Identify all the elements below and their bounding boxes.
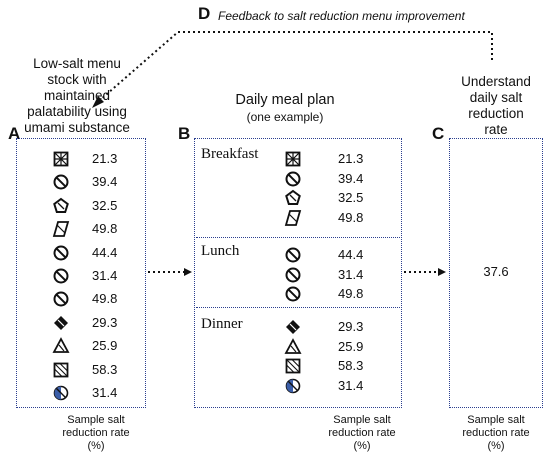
panel-a-footer: Sample salt reduction rate (%) bbox=[62, 414, 130, 452]
diamond-icon bbox=[54, 315, 68, 330]
arrow-a-to-b bbox=[148, 268, 192, 276]
meal-item-value: 31.4 bbox=[338, 377, 364, 393]
cross-square-icon bbox=[285, 151, 301, 167]
menu-item-value: 21.3 bbox=[92, 151, 118, 166]
parallelogram-icon bbox=[52, 221, 70, 238]
pentagon-icon bbox=[285, 189, 301, 205]
panel-c-heading: Understand daily salt reduction rate bbox=[461, 74, 531, 137]
slashed-square-icon bbox=[53, 362, 69, 377]
menu-item-value: 31.4 bbox=[92, 385, 118, 400]
separator-breakfast-lunch bbox=[196, 237, 400, 238]
meal-item-value: 29.3 bbox=[338, 319, 364, 334]
menu-item-value: 32.5 bbox=[92, 197, 118, 213]
feedback-arrow bbox=[92, 31, 493, 108]
label-b: B bbox=[178, 124, 191, 143]
panel-c-footer: Sample salt reduction rate (%) bbox=[462, 414, 530, 452]
slashed-square-icon bbox=[285, 358, 301, 374]
diamond-icon bbox=[286, 320, 300, 334]
triangle-icon bbox=[52, 337, 70, 354]
slashed-circle-icon bbox=[53, 291, 69, 307]
separator-lunch-dinner bbox=[196, 307, 400, 308]
panel-b-footer: Sample salt reduction rate (%) bbox=[328, 414, 396, 452]
menu-item-value: 39.4 bbox=[92, 174, 118, 190]
meal-item-value: 44.4 bbox=[338, 247, 364, 262]
menu-item-value: 25.9 bbox=[92, 338, 118, 354]
slashed-circle-icon bbox=[53, 268, 69, 284]
slashed-circle-icon bbox=[53, 174, 69, 190]
meal-item-value: 39.4 bbox=[338, 170, 364, 186]
meal-item-value: 32.5 bbox=[338, 190, 364, 205]
half-circle-icon bbox=[285, 378, 301, 393]
slashed-circle-icon bbox=[285, 267, 301, 282]
pentagon-icon bbox=[53, 197, 69, 213]
panel-a-heading: Low-salt menu stock with maintained pala… bbox=[24, 56, 130, 135]
menu-item-value: 29.3 bbox=[92, 314, 118, 330]
menu-item-value: 49.8 bbox=[92, 291, 118, 307]
meal-lunch: Lunch bbox=[201, 243, 240, 259]
menu-item-value: 31.4 bbox=[92, 268, 118, 283]
meal-item-value: 49.8 bbox=[338, 286, 364, 301]
label-c: C bbox=[432, 124, 445, 143]
meal-breakfast: Breakfast bbox=[201, 146, 259, 162]
slashed-circle-icon bbox=[53, 245, 69, 261]
meal-item-value: 31.4 bbox=[338, 266, 364, 282]
half-circle-icon bbox=[53, 385, 69, 401]
meal-item-value: 21.3 bbox=[338, 151, 364, 166]
slashed-circle-icon bbox=[285, 171, 301, 186]
meal-item-value: 49.8 bbox=[338, 209, 364, 225]
cross-square-icon bbox=[53, 151, 69, 167]
menu-item-value: 49.8 bbox=[92, 221, 118, 237]
panel-a-box bbox=[16, 138, 146, 408]
daily-rate-value: 37.6 bbox=[483, 264, 509, 279]
panel-c-box bbox=[449, 138, 543, 408]
label-d: D bbox=[198, 4, 211, 23]
arrow-b-to-c bbox=[404, 268, 446, 276]
parallelogram-icon bbox=[284, 209, 302, 226]
meal-item-value: 25.9 bbox=[338, 338, 364, 354]
panel-b-heading: Daily meal plan bbox=[235, 92, 335, 108]
triangle-icon bbox=[284, 337, 302, 354]
menu-item-value: 44.4 bbox=[92, 244, 118, 260]
slashed-circle-icon bbox=[285, 247, 301, 263]
meal-item-value: 58.3 bbox=[338, 358, 364, 373]
feedback-text: Feedback to salt reduction menu improvem… bbox=[218, 9, 465, 23]
slashed-circle-icon bbox=[285, 286, 301, 302]
panel-b-box bbox=[194, 138, 402, 408]
panel-b-subheading: (one example) bbox=[246, 110, 324, 124]
menu-item-value: 58.3 bbox=[92, 361, 118, 377]
meal-dinner: Dinner bbox=[201, 316, 243, 332]
